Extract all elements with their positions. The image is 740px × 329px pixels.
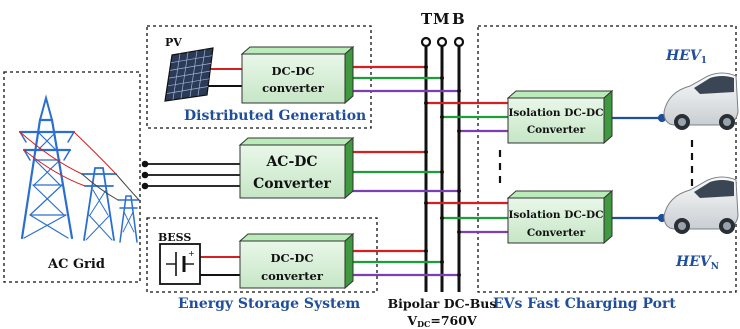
bus-terminal-label-t: T — [421, 10, 433, 28]
power-lines — [19, 131, 140, 201]
ev-converter1-line2: Converter — [527, 124, 586, 136]
ac-grid-label: AC Grid — [47, 257, 105, 272]
transmission-tower-icon — [18, 94, 140, 243]
ac-dc-converter — [238, 136, 355, 200]
dg-dc-dc-converter — [240, 45, 355, 105]
ev-isolation-converter-1 — [506, 89, 614, 145]
ac-three-phase-wires — [141, 160, 240, 190]
bus-terminal-b — [453, 36, 465, 48]
bess-wires — [200, 256, 240, 276]
ev2-bus-wires — [424, 201, 508, 234]
ev-isolation-converter-2 — [506, 189, 614, 245]
ess-converter-line2: converter — [261, 269, 324, 283]
ev-port-group — [477, 25, 737, 293]
bus-terminal-label-m: M — [433, 10, 450, 28]
bus-terminal-t — [420, 36, 432, 48]
pv-panel-icon — [164, 47, 214, 102]
distributed-generation-title: Distributed Generation — [184, 108, 366, 124]
ev-converter1-line1: Isolation DC-DC — [508, 107, 603, 119]
bus-terminal-label-b: B — [452, 10, 465, 28]
acdc-bus-wires — [345, 150, 461, 193]
bus-terminal-m — [436, 36, 448, 48]
bess-label: BESS — [158, 231, 191, 244]
bus-caption-line2: VDC=760V — [406, 313, 477, 329]
pv-label: PV — [165, 36, 182, 49]
hev1-label: HEV1 — [665, 48, 707, 66]
ellipsis-dashes — [498, 140, 694, 186]
acdc-converter-line1: AC-DC — [265, 154, 317, 170]
dg-converter-line2: converter — [262, 81, 325, 95]
dg-bus-wires — [345, 65, 461, 93]
ev1-bus-wires — [424, 101, 508, 133]
energy-storage-group — [146, 217, 378, 293]
battery-icon: + — [159, 243, 201, 285]
energy-storage-title: Energy Storage System — [178, 296, 360, 312]
acdc-converter-line2: Converter — [253, 176, 331, 192]
ev-port-title: EVs Fast Charging Port — [493, 296, 676, 312]
distributed-generation-group — [146, 25, 372, 129]
ess-bus-wires — [345, 249, 461, 277]
electric-car-icon-n — [663, 176, 739, 234]
ess-converter-line1: DC-DC — [270, 251, 313, 265]
bus-caption-line1: Bipolar DC-Bus — [388, 296, 497, 311]
ac-grid-group — [3, 71, 141, 283]
ev-converter2-line1: Isolation DC-DC — [508, 209, 603, 221]
pv-wires — [205, 68, 242, 87]
ev-converter2-line2: Converter — [527, 227, 586, 239]
svg-text:+: + — [188, 249, 195, 258]
electric-car-icon-1 — [663, 72, 739, 130]
ess-dc-dc-converter — [238, 232, 355, 290]
hevn-label: HEVN — [675, 254, 719, 272]
dg-converter-line1: DC-DC — [271, 64, 314, 78]
ev-output-wires — [612, 113, 667, 223]
